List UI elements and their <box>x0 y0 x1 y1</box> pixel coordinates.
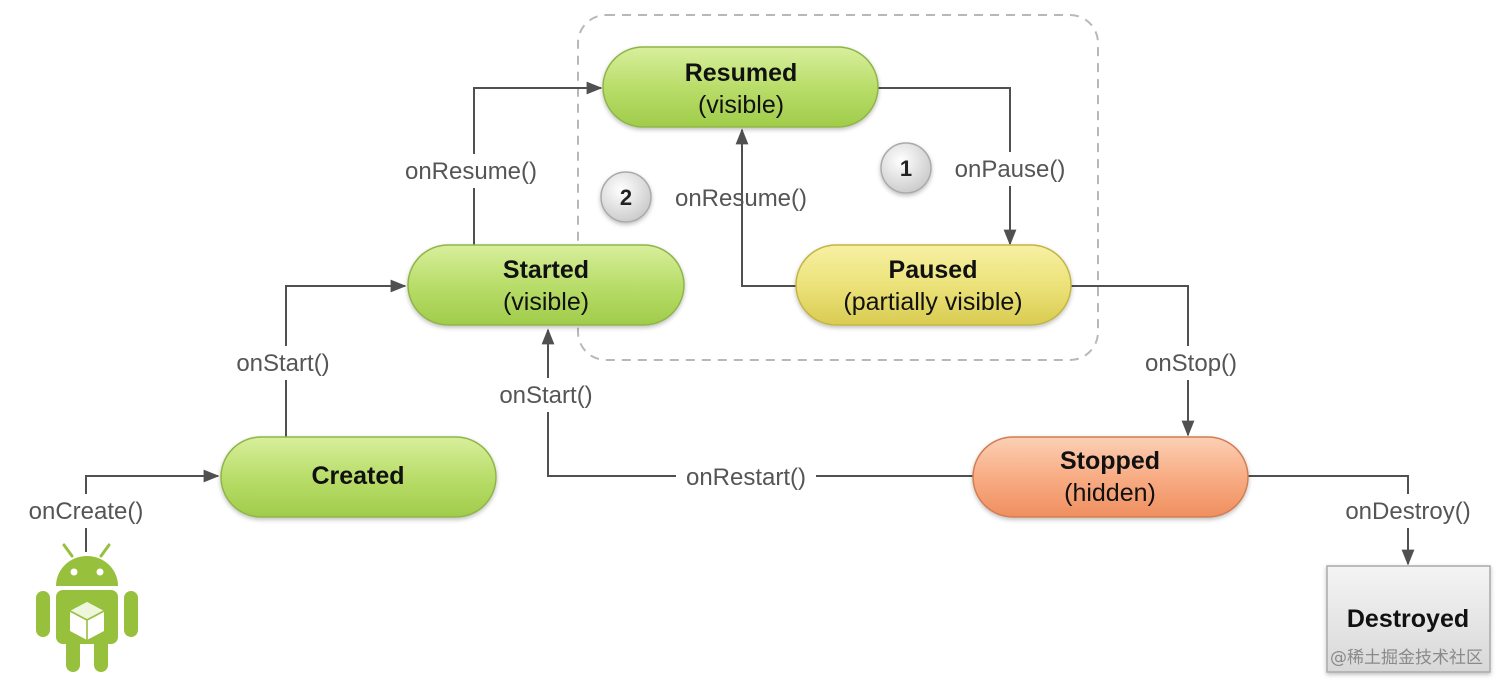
svg-text:2: 2 <box>620 185 632 210</box>
state-started: Started (visible) <box>407 244 685 326</box>
state-stopped-sub: (hidden) <box>1064 479 1156 507</box>
cube-icon <box>69 602 105 640</box>
foreground-region <box>577 14 1099 361</box>
label-onpause: onPause() <box>955 156 1066 183</box>
edge-onstart-created <box>285 279 407 437</box>
state-started-name: Started <box>503 256 589 284</box>
svg-text:1: 1 <box>900 156 912 181</box>
label-onstart-restart: onStart() <box>499 382 592 409</box>
label-ondestroy: onDestroy() <box>1345 498 1470 525</box>
state-resumed-name: Resumed <box>685 59 798 87</box>
state-created: Created <box>220 436 497 518</box>
state-paused: Paused (partially visible) <box>795 244 1072 326</box>
label-oncreate: onCreate() <box>29 498 144 525</box>
label-onstart-created: onStart() <box>236 350 329 377</box>
state-stopped-name: Stopped <box>1060 447 1160 475</box>
label-onrestart: onRestart() <box>686 464 806 491</box>
android-robot-icon <box>36 543 138 672</box>
edge-onresume-started <box>473 81 603 245</box>
state-created-name: Created <box>311 462 404 490</box>
state-resumed-sub: (visible) <box>698 91 784 119</box>
label-onstop: onStop() <box>1145 350 1237 377</box>
state-destroyed-name: Destroyed <box>1347 605 1469 633</box>
watermark-text: @稀土掘金技术社区 <box>1330 648 1483 668</box>
state-paused-name: Paused <box>889 256 978 284</box>
state-destroyed: Destroyed <box>1326 565 1491 673</box>
badge-2-icon: 2 <box>600 171 652 223</box>
state-paused-sub: (partially visible) <box>843 288 1022 316</box>
edge-onresume-paused <box>735 128 796 287</box>
edge-onpause <box>878 87 1017 246</box>
label-onresume-started: onResume() <box>405 158 537 185</box>
state-resumed: Resumed (visible) <box>602 46 879 128</box>
badge-1-icon: 1 <box>880 142 932 194</box>
label-onresume-paused: onResume() <box>675 185 807 212</box>
edge-ondestroy <box>1247 475 1415 566</box>
state-started-sub: (visible) <box>503 288 589 316</box>
state-stopped: Stopped (hidden) <box>972 436 1249 518</box>
edge-onrestart <box>541 328 973 477</box>
edge-onstop <box>1071 285 1195 437</box>
